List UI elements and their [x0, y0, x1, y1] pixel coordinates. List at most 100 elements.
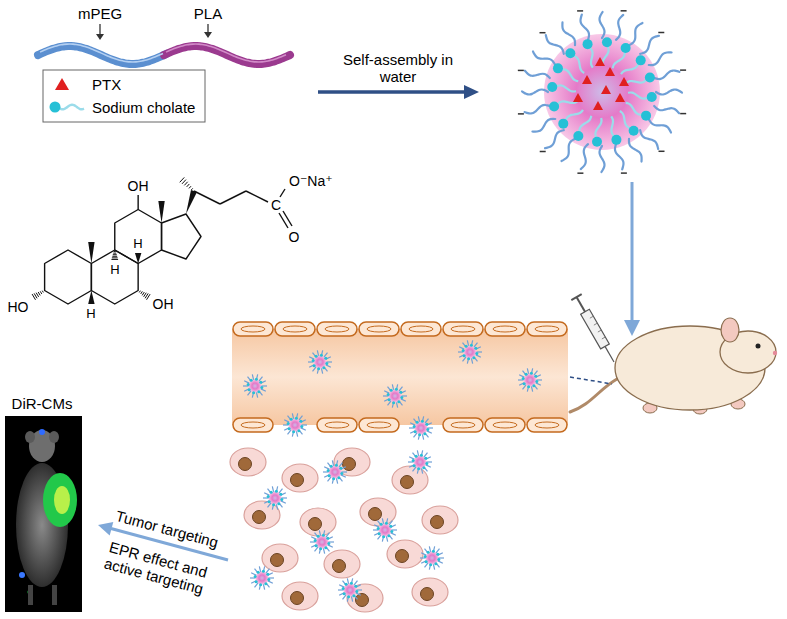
hashed-bond: [113, 253, 116, 254]
peg-chain: [409, 457, 414, 460]
peg-chain: [252, 374, 253, 380]
cholate-head: [292, 430, 295, 433]
cholate-tail: [565, 110, 583, 123]
pointer-line: [99, 24, 100, 35]
cholate-head: [355, 590, 358, 593]
atom-label: C: [271, 197, 281, 213]
cholate-head: [320, 354, 323, 357]
cholate-head: [432, 550, 435, 553]
cholate-head: [332, 477, 335, 480]
peg-chain: [343, 595, 347, 600]
micelle-core: [313, 355, 326, 368]
cholate-head: [425, 462, 428, 465]
cholate-head: [275, 490, 278, 493]
peg-chain: [390, 533, 395, 536]
endothelial-cell: [233, 322, 273, 336]
cholate-tail: [579, 116, 591, 135]
cholate-head: [558, 119, 568, 129]
single-bond: [280, 189, 285, 197]
cholate-tail: [626, 78, 648, 83]
cholate-head: [472, 356, 475, 359]
small-micelle: [338, 578, 362, 601]
endothelial-nucleus: [241, 326, 265, 332]
cholate-head: [257, 571, 260, 574]
cholate-head: [422, 466, 425, 469]
cholate-head: [317, 535, 320, 538]
small-micelle: [383, 384, 407, 407]
cholate-head: [475, 352, 478, 355]
endothelial-nucleus: [325, 422, 349, 428]
negative-charge: [518, 113, 524, 115]
peg-chain: [309, 357, 314, 360]
peg-chain: [467, 340, 468, 346]
cholate-head: [257, 390, 260, 393]
peg-chain: [654, 106, 679, 113]
cholate-head: [535, 380, 538, 383]
cell-nucleus: [291, 474, 304, 487]
cholate-head: [378, 532, 381, 535]
photo-ground: [5, 416, 82, 612]
peg-chain: [426, 431, 431, 434]
endothelial-nucleus: [283, 326, 307, 332]
micelle-core: [328, 465, 341, 478]
cholate-head: [467, 357, 470, 360]
cholate-head: [297, 429, 300, 432]
micelle-core: [255, 571, 268, 584]
cholate-tail: [588, 46, 593, 68]
peg-chain: [656, 90, 682, 95]
legend-swatch: [48, 74, 88, 94]
syringe-needle: [605, 346, 614, 362]
cholate-head: [50, 102, 61, 113]
tumor-cell: [262, 544, 298, 572]
cholate-tail: [554, 85, 576, 91]
cell-nucleus: [253, 511, 266, 524]
cholate-tail: [58, 105, 84, 110]
peg-chain: [272, 486, 273, 492]
endothelial-cell: [275, 322, 315, 336]
atom-label: HO: [8, 299, 29, 315]
cholate-head: [645, 73, 655, 83]
peg-chain: [471, 358, 472, 364]
cholate-head: [416, 421, 419, 424]
micelle-core: [288, 418, 301, 431]
small-micelle: [408, 450, 432, 473]
peg-chain: [649, 52, 672, 65]
cholate-head: [392, 401, 395, 404]
endothelial-nucleus: [493, 326, 517, 332]
hashed-bond: [36, 293, 38, 297]
cholate-head: [423, 432, 426, 435]
peg-chain: [413, 467, 417, 472]
peg-chain: [396, 402, 397, 408]
ring-bond: [162, 214, 201, 259]
endothelial-cell: [443, 322, 483, 336]
endothelial-nucleus: [409, 326, 433, 332]
peg-chain: [654, 71, 679, 80]
cholate-head: [413, 425, 416, 428]
peg-chain: [392, 384, 393, 390]
peg-chain: [279, 489, 283, 494]
cholate-head: [260, 386, 263, 389]
small-micelle: [243, 374, 267, 397]
small-micelle: [323, 460, 347, 483]
cholate-head: [270, 491, 273, 494]
negative-charge: [540, 151, 546, 153]
cholate-head: [522, 377, 525, 380]
cholate-head: [337, 476, 340, 479]
cholate-head: [436, 553, 439, 556]
cholate-head: [549, 101, 559, 111]
hashed-bond: [180, 177, 185, 182]
negative-charge: [577, 10, 583, 12]
small-micelle: [420, 546, 444, 569]
cell-nucleus: [421, 588, 434, 601]
cholate-head: [425, 560, 428, 563]
ptx-triangle: [605, 67, 615, 76]
cholate-head: [264, 582, 267, 585]
small-micelle: [283, 413, 307, 436]
cholate-tail: [621, 62, 639, 75]
peg-chain: [436, 549, 440, 554]
legend-text: Sodium cholate: [92, 99, 195, 116]
peg-chain: [389, 521, 393, 526]
endothelial-cell: [485, 322, 525, 336]
cholate-head: [299, 420, 302, 423]
peg-chain: [425, 563, 429, 568]
